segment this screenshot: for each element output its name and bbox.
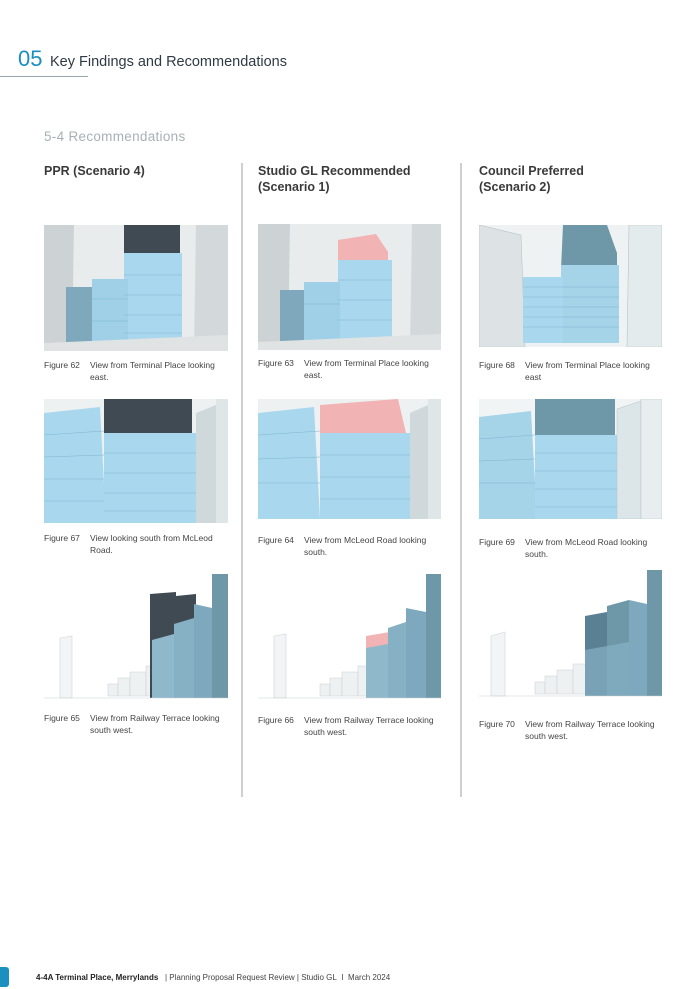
figure-number: Figure 70 [479, 719, 515, 729]
chapter-underline [0, 76, 88, 77]
footer-project: 4-4A Terminal Place, Merrylands [36, 973, 159, 982]
figure-text: View from McLeod Road looking south. [525, 537, 648, 559]
figure-number: Figure 64 [258, 535, 294, 545]
figure-64-caption: Figure 64 View from McLeod Road looking … [258, 534, 448, 560]
figure-64-image [258, 399, 441, 519]
page-footer: 4-4A Terminal Place, Merrylands | Planni… [36, 973, 390, 982]
figure-68-image [479, 225, 662, 347]
figure-number: Figure 65 [44, 713, 80, 723]
figure-number: Figure 63 [258, 358, 294, 368]
column-heading-line1: Studio GL Recommended [258, 164, 411, 178]
section-title: 5-4 Recommendations [44, 129, 186, 144]
chapter-number: 05 [18, 46, 43, 71]
figure-65-image [44, 574, 228, 701]
footer-separator: | [164, 973, 168, 982]
figure-number: Figure 67 [44, 533, 80, 543]
figure-69-image [479, 399, 662, 519]
footer-separator: | [296, 973, 299, 982]
column-heading-line1: PPR (Scenario 4) [44, 164, 145, 178]
figure-text: View from Railway Terrace looking south … [90, 713, 220, 735]
figure-66-caption: Figure 66 View from Railway Terrace look… [258, 714, 448, 740]
figure-text: View from McLeod Road looking south. [304, 535, 427, 557]
column-heading-studio-gl: Studio GL Recommended (Scenario 1) [258, 163, 411, 195]
figure-68-caption: Figure 68 View from Terminal Place looki… [479, 359, 669, 385]
figure-67-image [44, 399, 228, 523]
figure-text: View from Terminal Place looking east. [90, 360, 215, 382]
figure-text: View from Terminal Place looking east [525, 360, 650, 382]
column-heading-line2: (Scenario 2) [479, 180, 551, 194]
figure-70-image [479, 570, 662, 700]
figure-63-image [258, 224, 441, 350]
footer-date: March 2024 [347, 973, 391, 982]
column-heading-line1: Council Preferred [479, 164, 584, 178]
figure-number: Figure 68 [479, 360, 515, 370]
figure-63-caption: Figure 63 View from Terminal Place looki… [258, 357, 448, 383]
footer-report: Planning Proposal Request Review [169, 973, 295, 982]
figure-69-caption: Figure 69 View from McLeod Road looking … [479, 536, 669, 562]
column-divider [460, 163, 462, 797]
figure-65-caption: Figure 65 View from Railway Terrace look… [44, 712, 234, 738]
figure-number: Figure 69 [479, 537, 515, 547]
column-heading-ppr: PPR (Scenario 4) [44, 163, 145, 179]
column-divider [241, 163, 243, 797]
figure-number: Figure 66 [258, 715, 294, 725]
figure-66-image [258, 574, 441, 702]
figure-text: View from Terminal Place looking east. [304, 358, 429, 380]
figure-62-caption: Figure 62 View from Terminal Place looki… [44, 359, 234, 385]
column-heading-council: Council Preferred (Scenario 2) [479, 163, 584, 195]
footer-separator: I [341, 973, 344, 982]
figure-text: View from Railway Terrace looking south … [304, 715, 434, 737]
figure-number: Figure 62 [44, 360, 80, 370]
footer-firm: Studio GL [301, 973, 337, 982]
figure-62-image [44, 225, 228, 351]
figure-70-caption: Figure 70 View from Railway Terrace look… [479, 718, 669, 744]
page-number-tab [0, 967, 9, 987]
figure-text: View looking south from McLeod Road. [90, 533, 213, 555]
column-heading-line2: (Scenario 1) [258, 180, 330, 194]
figure-text: View from Railway Terrace looking south … [525, 719, 655, 741]
figure-67-caption: Figure 67 View looking south from McLeod… [44, 532, 234, 558]
chapter-title: Key Findings and Recommendations [50, 54, 287, 70]
